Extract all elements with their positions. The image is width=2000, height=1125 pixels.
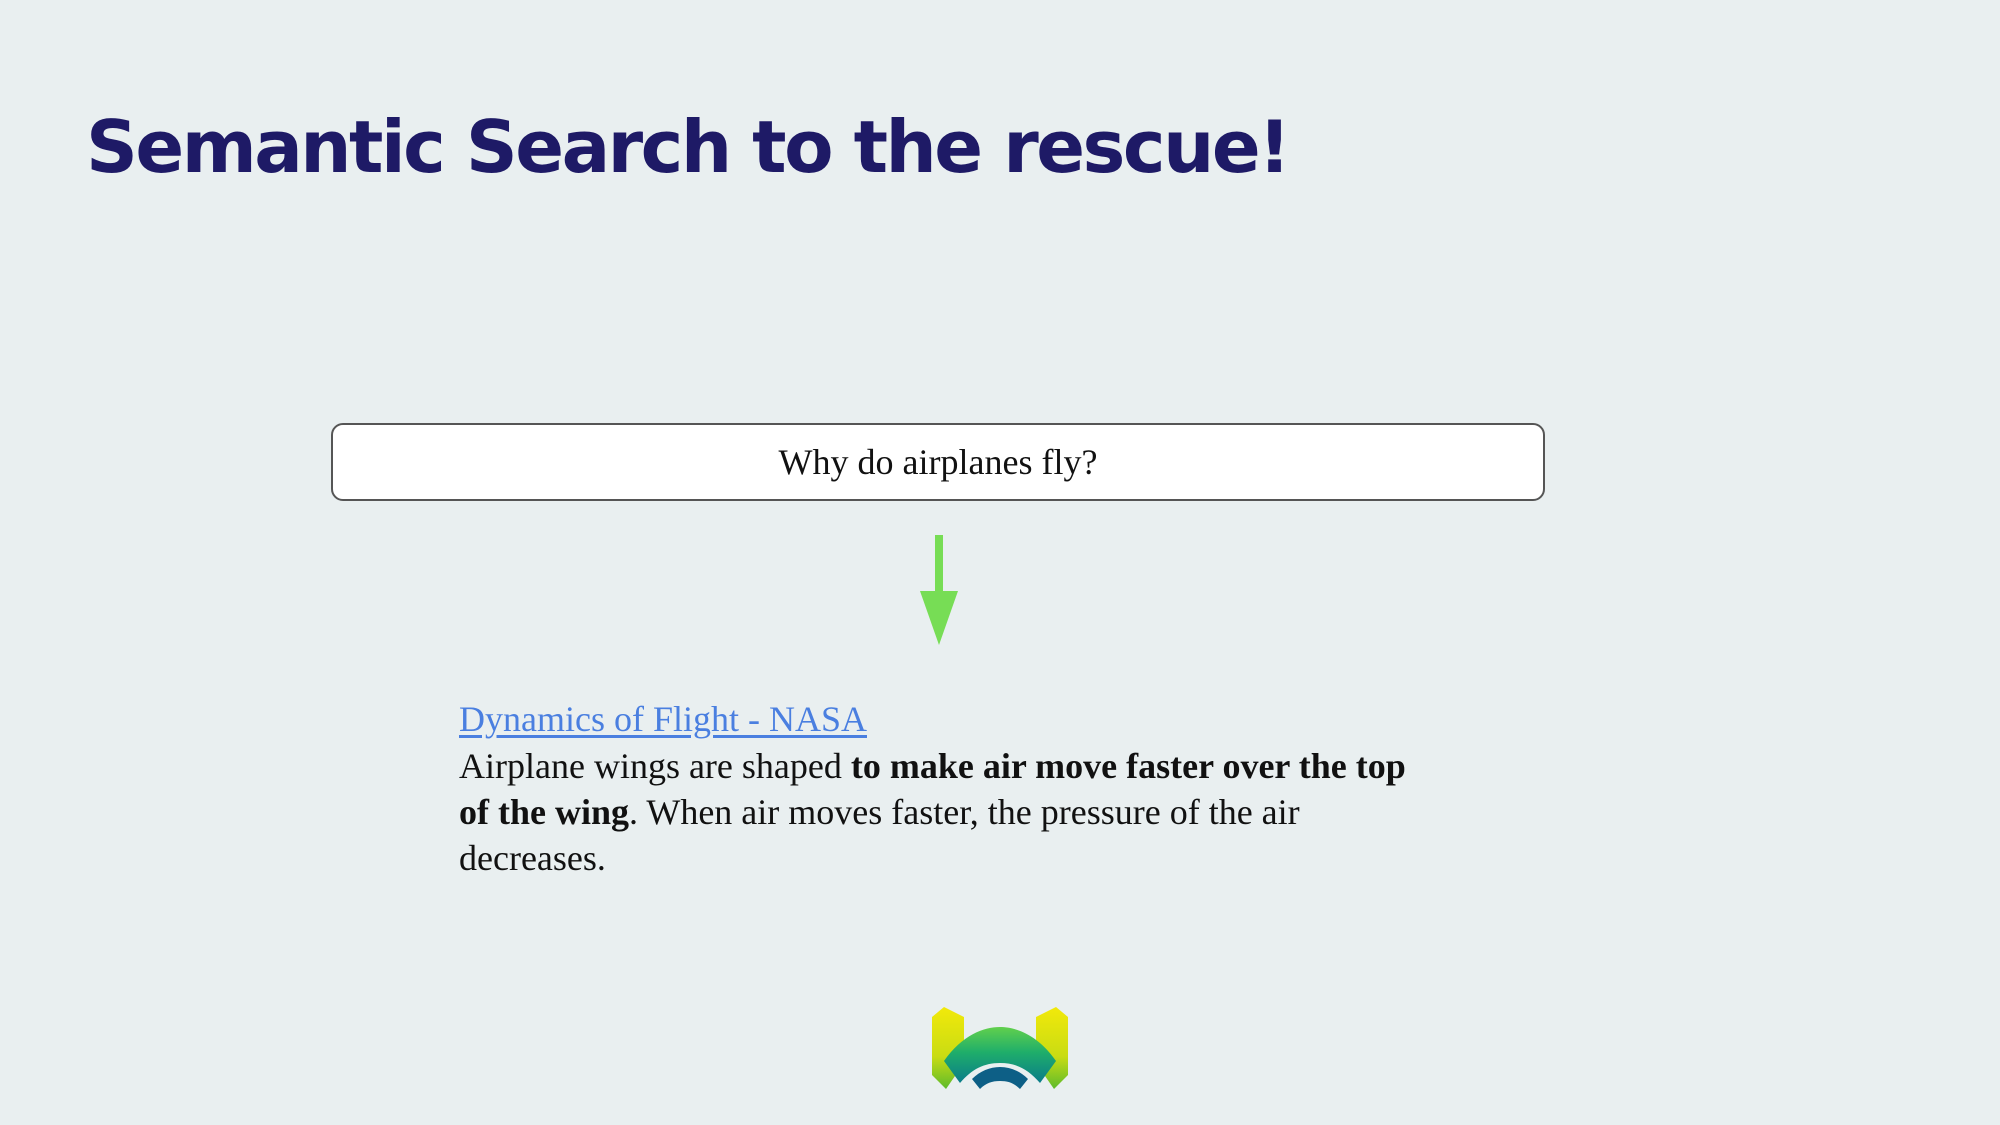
slide-title: Semantic Search to the rescue! [86,105,1291,189]
snippet-text-end: . When air moves faster, the pressure of… [459,792,1300,878]
search-query-text: Why do airplanes fly? [778,442,1098,482]
search-result: Dynamics of Flight - NASA Airplane wings… [459,695,1419,881]
result-snippet: Airplane wings are shaped to make air mo… [459,743,1419,881]
down-arrow-icon [920,535,958,645]
result-link[interactable]: Dynamics of Flight - NASA [459,699,867,739]
snippet-highlight: to make air move faster over the top of … [459,746,1406,832]
search-query-box[interactable]: Why do airplanes fly? [331,423,1545,501]
weaviate-logo-icon [932,1007,1068,1089]
snippet-text-start: Airplane wings are shaped [459,746,851,786]
